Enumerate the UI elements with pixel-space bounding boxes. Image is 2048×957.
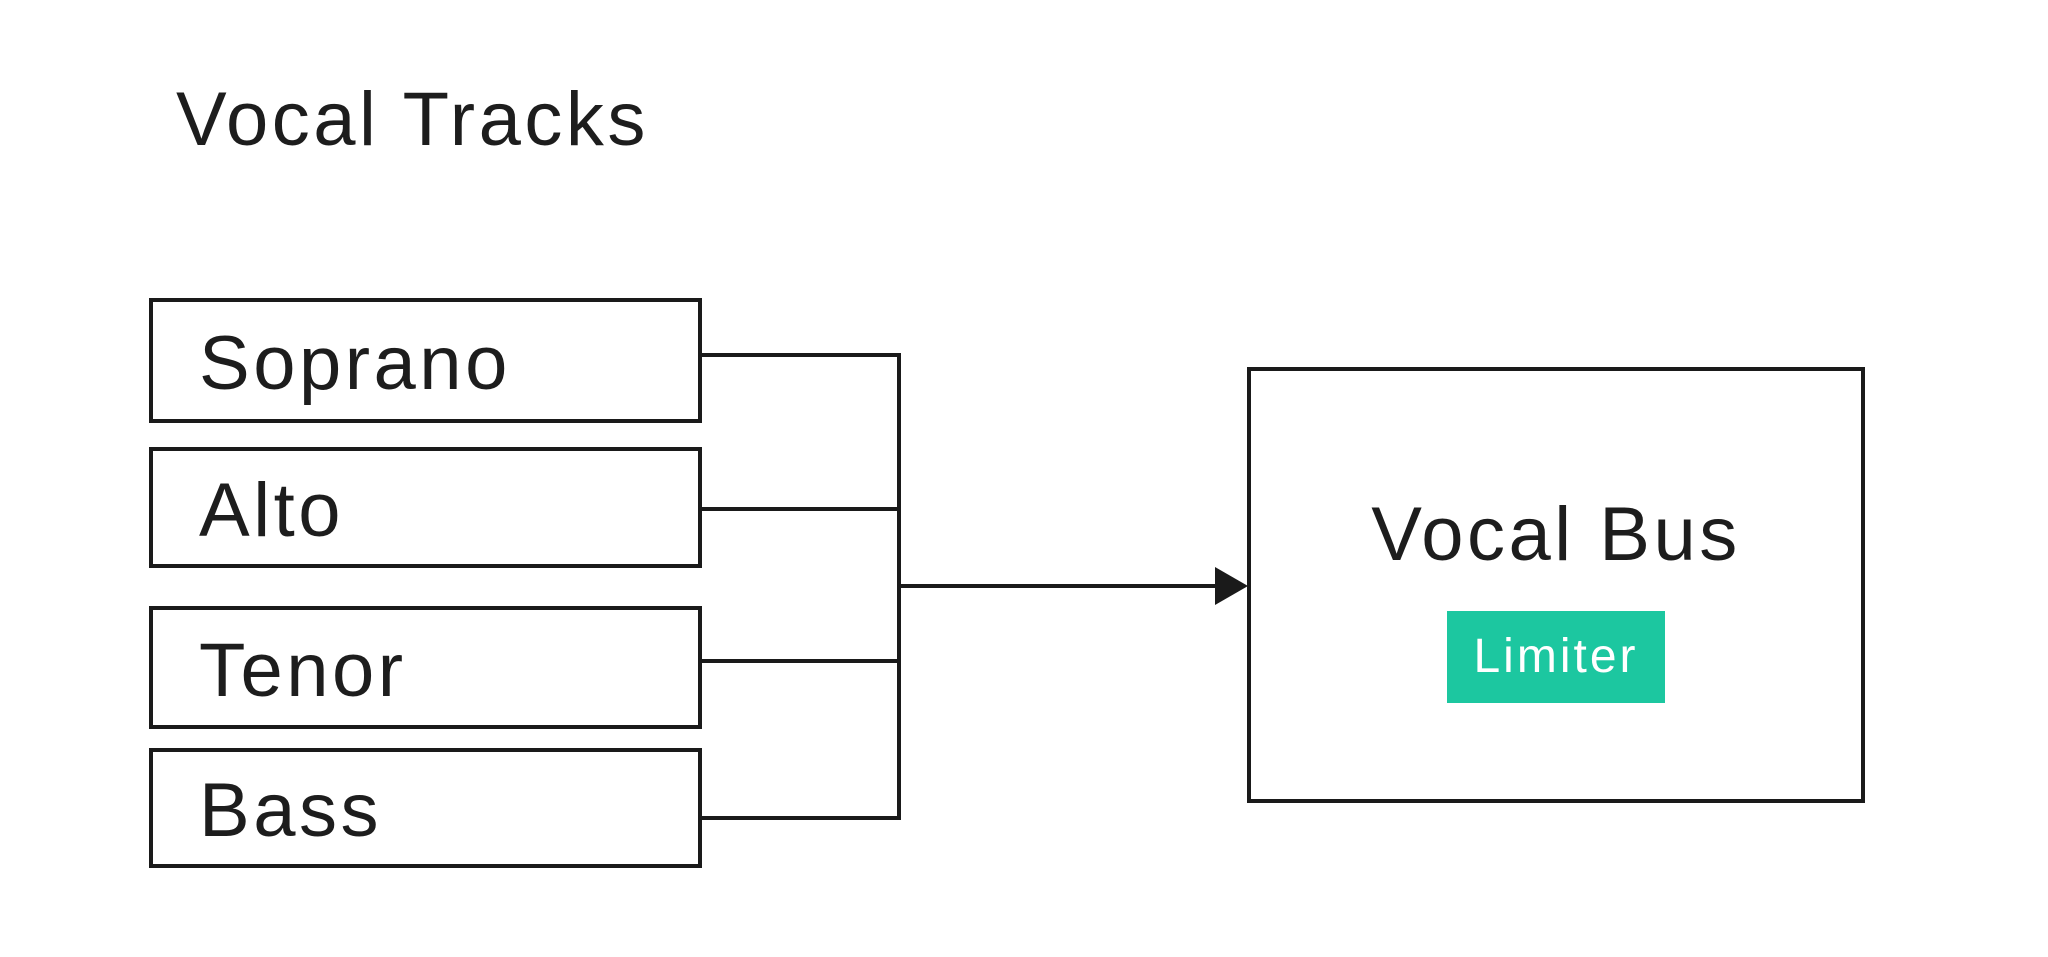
track-label-tenor: Tenor	[199, 627, 407, 713]
track-label-bass: Bass	[199, 768, 382, 853]
limiter-badge: Limiter	[1447, 611, 1665, 703]
track-box-bass: Bass	[149, 748, 702, 868]
bus-label: Vocal Bus	[1371, 492, 1741, 577]
bus-box: Vocal Bus Limiter	[1247, 367, 1865, 803]
bus-arrowhead	[1215, 567, 1248, 605]
track-label-soprano: Soprano	[199, 320, 511, 406]
track-box-tenor: Tenor	[149, 606, 702, 729]
track-label-alto: Alto	[199, 467, 344, 553]
track-box-alto: Alto	[149, 447, 702, 568]
limiter-badge-label: Limiter	[1473, 630, 1639, 683]
diagram-title: Vocal Tracks	[176, 77, 649, 162]
track-box-soprano: Soprano	[149, 298, 702, 423]
